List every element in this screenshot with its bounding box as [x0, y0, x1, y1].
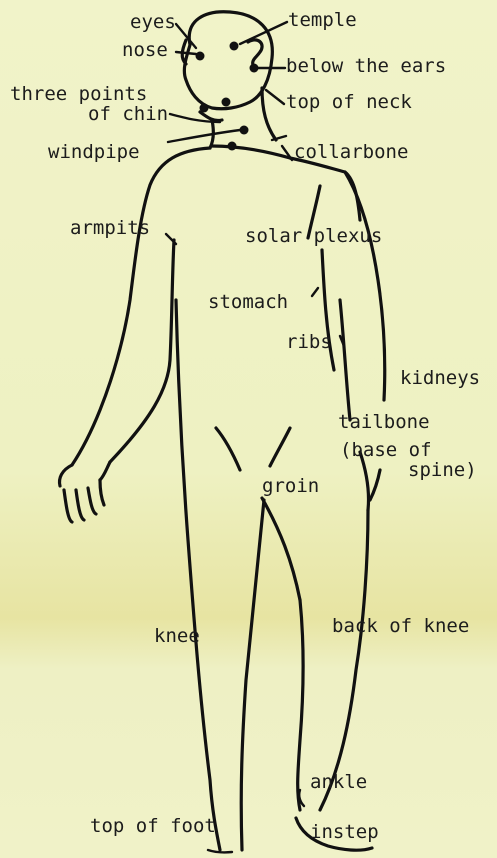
- label-solar-plexus: solar plexus: [245, 225, 382, 247]
- point-chin-1: [200, 104, 209, 113]
- label-base-of: (base of: [340, 439, 432, 461]
- label-three-points: three points: [10, 83, 147, 105]
- label-windpipe: windpipe: [48, 141, 140, 163]
- label-eyes: eyes: [130, 11, 176, 33]
- label-armpits: armpits: [70, 217, 150, 239]
- label-below-ears: below the ears: [286, 55, 446, 77]
- label-spine: spine): [408, 459, 477, 481]
- label-ankle: ankle: [310, 771, 367, 793]
- point-eyes: [196, 52, 205, 61]
- label-top-neck: top of neck: [286, 91, 412, 113]
- point-collarbone: [228, 142, 237, 151]
- label-ribs: ribs: [286, 331, 332, 353]
- point-chin-2: [222, 98, 231, 107]
- pressure-points: [196, 42, 259, 151]
- label-collarbone: collarbone: [294, 141, 408, 163]
- point-temple: [230, 42, 239, 51]
- label-tailbone: tailbone: [338, 411, 430, 433]
- label-instep: instep: [310, 821, 379, 843]
- label-back-of-knee: back of knee: [332, 615, 469, 637]
- label-top-of-foot: top of foot: [90, 815, 216, 837]
- label-groin: groin: [262, 475, 319, 497]
- label-kidneys: kidneys: [400, 367, 480, 389]
- label-of-chin: of chin: [88, 103, 168, 125]
- label-knee: knee: [154, 625, 200, 647]
- point-windpipe: [240, 126, 249, 135]
- figure-outline: [60, 12, 385, 853]
- label-nose: nose: [122, 39, 168, 61]
- label-stomach: stomach: [208, 291, 288, 313]
- label-temple: temple: [288, 9, 357, 31]
